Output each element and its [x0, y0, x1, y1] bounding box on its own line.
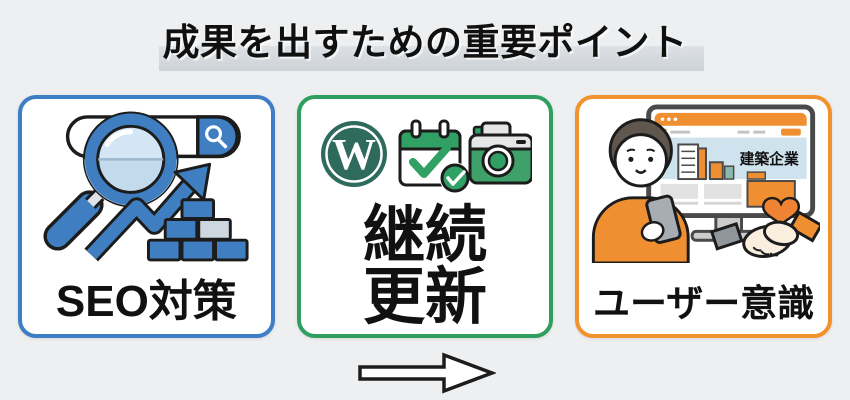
card-update-label-line1: 継続 — [363, 201, 488, 271]
wordpress-icon: W — [321, 121, 387, 187]
wordpress-w-glyph: W — [332, 130, 376, 179]
monitor-website-icon: 建築企業 — [646, 104, 816, 242]
camera-icon — [468, 121, 532, 185]
monitor-heading-text: 建築企業 — [740, 150, 799, 168]
card-user-awareness: 建築企業 — [575, 95, 833, 338]
handshake-heart-icon — [710, 196, 821, 258]
cards-row: SEO対策 W — [18, 95, 833, 338]
card-seo: SEO対策 — [18, 95, 275, 338]
brick-stack-icon — [147, 198, 249, 262]
calendar-check-icon — [398, 119, 471, 194]
card-update-label: 継続 更新 — [363, 201, 488, 332]
person-smartphone-icon — [592, 118, 690, 263]
card-continuous-update: W 継続 更新 — [296, 95, 554, 338]
right-arrow-icon — [358, 352, 496, 394]
growth-arrow-icon — [84, 162, 212, 262]
page-title: 成果を出すための重要ポイント — [162, 22, 688, 63]
card-user-label: ユーザー意識 — [593, 283, 815, 324]
card-seo-label: SEO対策 — [55, 277, 237, 326]
seo-illustration — [43, 111, 249, 262]
title-wrap: 成果を出すための重要ポイント — [158, 12, 704, 71]
magnifier-icon — [43, 111, 179, 251]
update-icons: W — [321, 119, 532, 194]
title-area: 成果を出すための重要ポイント — [0, 12, 850, 71]
card-update-label-line2: 更新 — [363, 262, 488, 332]
title-highlight-bar — [158, 46, 704, 71]
user-illustration: 建築企業 — [592, 104, 821, 263]
